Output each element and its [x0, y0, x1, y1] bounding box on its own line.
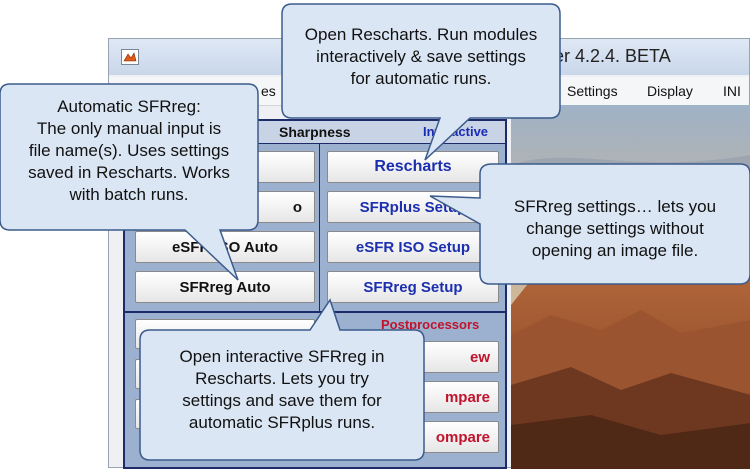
- callout-line: interactively & save settings: [316, 47, 526, 66]
- menu-item-partial[interactable]: es: [261, 83, 276, 99]
- callout-left-text: Automatic SFRreg: The only manual input …: [0, 96, 258, 206]
- menu-settings[interactable]: Settings: [567, 83, 618, 99]
- button-label: mpare: [444, 388, 490, 406]
- sfrplus-setup-button[interactable]: SFRplus Setup: [327, 191, 499, 223]
- callout-line: The only manual input is: [36, 119, 222, 138]
- callout-line: automatic SFRplus runs.: [188, 413, 376, 432]
- rotate-combine-button[interactable]: Rotate & combine: [135, 319, 315, 349]
- callout-line: Automatic SFRreg:: [57, 97, 201, 116]
- button-label: eSFR ISO Setup: [355, 238, 471, 256]
- callout-line: saved in Rescharts. Works: [28, 163, 230, 182]
- callout-line: change settings without: [526, 219, 704, 238]
- callout-line: opening an image file.: [531, 241, 699, 260]
- button-label: o: [292, 198, 302, 216]
- sfrreg-auto-button[interactable]: SFRreg Auto: [135, 271, 315, 303]
- button-label: Rescharts: [374, 158, 452, 175]
- button-label: SFRreg Setup: [363, 278, 463, 296]
- menu-ini[interactable]: INI: [723, 83, 741, 99]
- callout-line: for automatic runs.: [350, 69, 492, 88]
- button-label: SFRplus Setup: [359, 198, 467, 216]
- callout-line: Open interactive SFRreg in: [179, 347, 385, 366]
- esfr-iso-setup-button[interactable]: eSFR ISO Setup: [327, 231, 499, 263]
- callout-line: Rescharts. Lets you try: [195, 369, 369, 388]
- menu-display[interactable]: Display: [647, 83, 693, 99]
- sfrreg-setup-button[interactable]: SFRreg Setup: [327, 271, 499, 303]
- button-label: Rotate & combine: [169, 326, 281, 342]
- callout-bottom-text: Open interactive SFRreg in Rescharts. Le…: [140, 346, 424, 434]
- rescharts-button[interactable]: Rescharts: [327, 151, 499, 183]
- section-divider: [125, 311, 505, 313]
- button-label: eSFR ISO Auto: [171, 238, 279, 256]
- callout-right-text: SFRreg settings… lets you change setting…: [480, 196, 750, 262]
- postprocessors-heading: Postprocessors: [381, 317, 480, 332]
- button-label: ew: [469, 348, 490, 366]
- button-label: ompare: [435, 428, 490, 446]
- sharpness-heading: Sharpness: [279, 124, 351, 140]
- callout-top-text: Open Rescharts. Run modules interactivel…: [282, 24, 560, 90]
- callout-line: settings and save them for: [182, 391, 382, 410]
- callout-line: SFRreg settings… lets you: [513, 197, 717, 216]
- button-label: SFRreg Auto: [179, 278, 271, 296]
- callout-line: with batch runs.: [69, 185, 189, 204]
- column-divider: [319, 143, 320, 311]
- esfr-iso-auto-button[interactable]: eSFR ISO Auto: [135, 231, 315, 263]
- matlab-app-icon[interactable]: [121, 49, 139, 65]
- interactive-heading: Interactive: [423, 124, 489, 139]
- canyon-landscape-image: [511, 105, 750, 469]
- callout-line: Open Rescharts. Run modules: [304, 25, 538, 44]
- callout-line: file name(s). Uses settings: [28, 141, 230, 160]
